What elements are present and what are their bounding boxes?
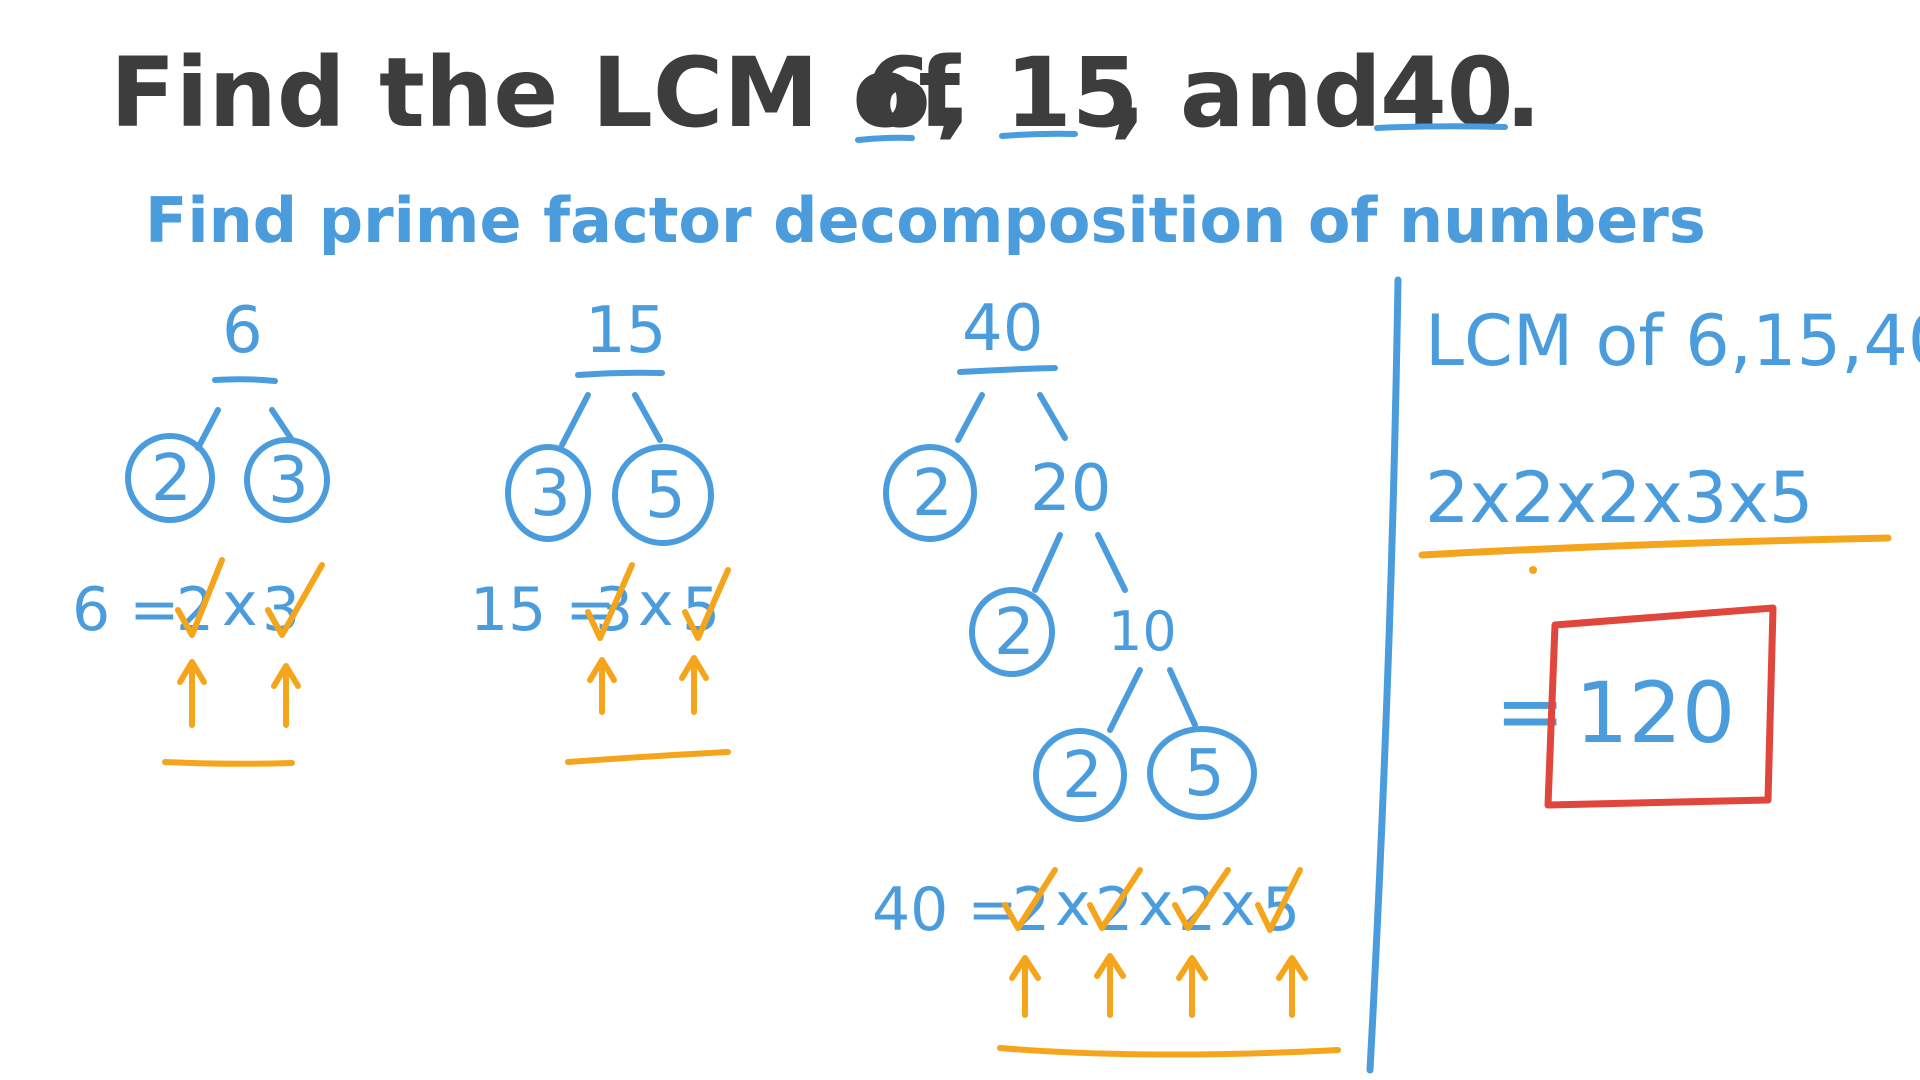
tree-15-leaf-3: 3 [530,457,571,531]
tree-10-circle-2 [1033,728,1127,822]
lcm-summary: LCM of 6,15,40 2x2x2x3x5 = 120 [1418,300,1920,809]
tree-15-branch-right [632,392,663,443]
title-prefix: Find the LCM of [110,37,961,149]
tree-6-branch-right [269,407,295,443]
underline-6 [855,134,915,143]
tree-40-root-underline [957,365,1058,375]
underline-dot [1529,566,1537,574]
tree-10-circle-5 [1147,726,1257,820]
title-number-40: 40 [1380,37,1514,149]
tree-10-leaf-2: 2 [1062,739,1103,813]
underline-40-factors [997,1045,1341,1058]
arrow-40-4 [1276,955,1308,1018]
lcm-product-underline [1418,534,1892,559]
check-15-3 [585,562,635,641]
underline-15-factors [565,749,731,765]
answer-box [1544,604,1777,809]
tree-20-branch-left [1032,532,1063,593]
title-number-15: 15 [1005,37,1139,149]
tree-40-root: 40 [962,292,1043,366]
title-and: , and [1110,37,1382,149]
tree-40-node-20: 20 [1030,452,1111,526]
tree-10-branch-right [1167,667,1198,728]
eq-6-times: x [222,570,258,640]
tree-10-leaf-5: 5 [1184,737,1225,811]
eq-15-times: x [638,570,674,640]
lcm-label: LCM of 6,15,40 [1425,300,1920,382]
eq-40-times-1: x [1055,870,1091,940]
title: Find the LCM of 6 , 15 , and 40 . [110,37,1541,149]
eq-15-lhs: 15 = [470,575,616,645]
check-40-3 [1172,867,1231,931]
factor-tree-40: 40 2 20 2 10 2 5 40 = 2 x 2 x 2 x 5 [872,292,1341,1058]
arrow-6-2 [177,659,207,728]
tree-40-branch-left [955,392,985,443]
check-15-5 [682,567,731,641]
tree-6-leaf-3: 3 [268,444,309,518]
eq-40-times-3: x [1220,870,1256,940]
title-underlines [855,123,1508,143]
underline-6-factors [162,759,295,767]
check-6-3 [265,562,325,638]
title-period: . [1505,37,1541,149]
tree-10-branch-left [1107,667,1143,733]
lcm-answer: 120 [1575,664,1735,762]
tree-15-circle-5 [612,444,714,546]
lcm-product: 2x2x2x3x5 [1425,457,1813,539]
tree-6-root: 6 [222,294,263,368]
tree-20-node-10: 10 [1108,600,1177,663]
underline-15 [999,130,1078,139]
eq-6-lhs: 6 = [72,575,180,645]
tree-6-branch-left [195,407,221,451]
check-6-2 [175,557,225,638]
tree-15-branch-left [559,392,591,448]
eq-40-lhs: 40 = [872,875,1018,945]
factor-tree-15: 15 3 5 15 = 3 x 5 [470,294,731,765]
title-number-6: 6 [865,37,932,149]
arrow-40-2 [1094,953,1126,1018]
tree-15-root-underline [575,369,665,378]
tree-40-branch-right [1037,392,1068,441]
tree-15-circle-3 [505,444,591,542]
check-40-1 [1002,867,1058,931]
tree-15-leaf-5: 5 [645,459,686,533]
tree-40-circle-2 [883,444,977,542]
tree-40-leaf-2: 2 [912,457,953,531]
tree-20-leaf-2: 2 [994,596,1035,670]
tree-6-leaf-2: 2 [151,442,192,516]
tree-20-circle-2 [969,587,1055,677]
factor-tree-6: 6 2 3 6 = 2 x 3 [72,294,330,767]
title-comma-1: , [935,37,971,149]
arrow-40-1 [1009,955,1041,1018]
arrow-40-3 [1176,955,1208,1018]
check-40-4 [1255,867,1303,933]
subtitle: Find prime factor decomposition of numbe… [145,184,1706,257]
arrow-6-3 [271,663,301,728]
tree-6-circle-2 [125,433,215,523]
check-40-2 [1087,867,1143,931]
tree-15-root: 15 [585,294,666,368]
tree-6-root-underline [212,376,278,384]
arrow-15-3 [587,657,617,715]
underline-40 [1374,123,1508,131]
arrow-15-5 [679,655,709,715]
tree-6-circle-3 [244,437,330,523]
tree-20-branch-right [1095,532,1128,593]
eq-40-times-2: x [1138,870,1174,940]
vertical-divider [1366,276,1402,1074]
